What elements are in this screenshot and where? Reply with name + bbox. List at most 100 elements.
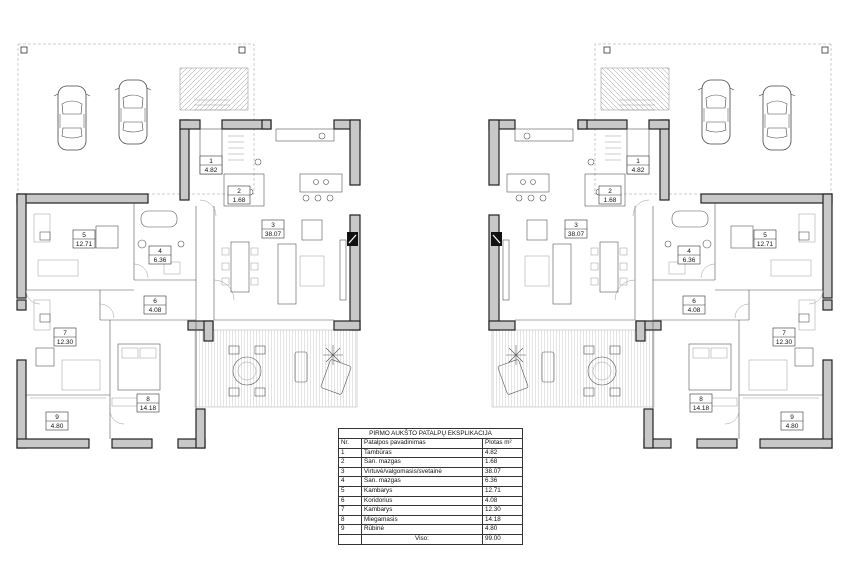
header-name: Patalpos pavadinimas [361,439,483,449]
room-number: 5 [763,232,767,239]
schedule-cell-nr: 1 [339,448,362,459]
room-label-4: 46.36 [677,245,701,265]
room-number: 3 [574,222,578,229]
room-number: 6 [153,298,157,305]
header-area: Plotas m² [482,439,522,449]
room-number: 4 [158,248,162,255]
schedule-cell-area: 14.18 [482,515,522,526]
room-number: 1 [636,158,640,165]
schedule-cell-name: Koridorius [361,496,483,507]
room-number: 2 [237,188,241,195]
schedule-cell-nr: 3 [339,467,362,478]
room-number: 2 [608,188,612,195]
floor-plan-right [489,44,832,448]
schedule-cell-area: 4.08 [482,496,522,507]
room-area: 6.36 [683,257,696,264]
schedule-cell-area: 6.36 [482,476,522,487]
schedule-cell-area: 4.80 [482,524,522,535]
room-label-1: 14.82 [626,155,650,175]
total-label: Viso: [361,534,483,544]
room-label-4: 46.36 [148,245,172,265]
schedule-header-row: Nr. Patalpos pavadinimas Plotas m² [339,439,522,449]
room-number: 8 [699,396,703,403]
schedule-cell-nr: 8 [339,515,362,526]
room-area: 12.30 [776,339,793,346]
schedule-cell-nr: 7 [339,505,362,516]
room-area: 4.82 [205,167,218,174]
room-label-7: 712.30 [53,327,77,347]
room-area: 38.07 [265,231,282,238]
room-number: 7 [63,330,67,337]
schedule-cell-name: San. mazgas [361,457,483,468]
room-area: 12.71 [757,241,774,248]
room-area: 1.68 [604,197,617,204]
room-number: 3 [271,222,275,229]
schedule-cell-name: Miegamasis [361,515,483,526]
room-area: 4.80 [51,423,64,430]
schedule-cell-nr: 5 [339,486,362,497]
schedule-cell-name: San. mazgas [361,476,483,487]
room-area: 12.71 [76,241,93,248]
room-label-7: 712.30 [772,327,796,347]
room-number: 4 [687,248,691,255]
room-label-5: 512.71 [753,229,777,249]
room-number: 9 [790,414,794,421]
schedule-cell-name: Kambarys [361,505,483,516]
room-number: 5 [82,232,86,239]
room-label-2: 21.68 [598,185,622,205]
room-number: 6 [692,298,696,305]
schedule-cell-nr: 9 [339,524,362,535]
total-area: 99.00 [485,534,501,542]
schedule-cell-area: 4.82 [482,448,522,459]
room-label-9: 94.80 [780,411,804,431]
room-label-1: 14.82 [199,155,223,175]
header-nr: Nr. [339,439,362,449]
schedule-title: PIRMO AUKŠTO PATALPŲ EKSPLIKACIJA [339,429,522,439]
room-number: 7 [782,330,786,337]
schedule-cell-name: Virtuvė/valgomasis/svetainė [361,467,483,478]
schedule-cell-name: Kambarys [361,486,483,497]
room-area: 14.18 [140,405,157,412]
room-label-3: 338.07 [564,219,588,239]
schedule-cell-name: Rūbinė [361,524,483,535]
schedule-total-row: Viso: 99.00 [339,534,522,544]
room-area: 4.80 [786,423,799,430]
room-area: 4.08 [149,307,162,314]
schedule-cell-name: Tambūras [361,448,483,459]
total-spacer [339,534,362,544]
room-area: 14.18 [693,405,710,412]
room-area: 4.08 [688,307,701,314]
room-area: 4.82 [632,167,645,174]
room-label-6: 64.08 [143,295,167,315]
schedule-cell-nr: 4 [339,476,362,487]
floor-plan-left [17,44,360,448]
schedule-cell-area: 12.30 [482,505,522,516]
room-label-5: 512.71 [72,229,96,249]
room-label-3: 338.07 [261,219,285,239]
room-area: 38.07 [568,231,585,238]
room-area: 12.30 [57,339,74,346]
room-area: 6.36 [154,257,167,264]
room-number: 1 [209,158,213,165]
schedule-cell-area: 1.68 [482,457,522,468]
room-schedule-table: PIRMO AUKŠTO PATALPŲ EKSPLIKACIJA Nr. Pa… [338,428,523,545]
schedule-cell-nr: 6 [339,496,362,507]
room-label-6: 64.08 [682,295,706,315]
schedule-cell-area: 12.71 [482,486,522,497]
room-label-8: 814.18 [689,393,713,413]
room-number: 9 [55,414,59,421]
room-label-9: 94.80 [45,411,69,431]
room-number: 8 [146,396,150,403]
schedule-cell-area: 38.07 [482,467,522,478]
